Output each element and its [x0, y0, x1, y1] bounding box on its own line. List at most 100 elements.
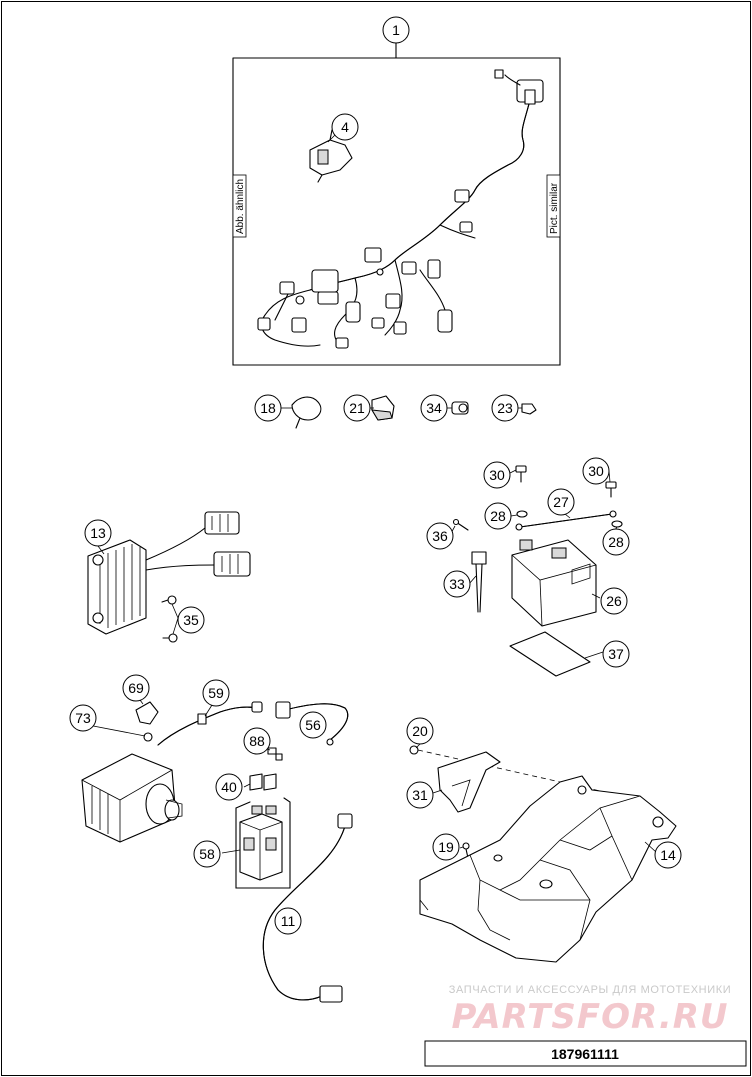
- svg-text:18: 18: [260, 400, 276, 416]
- callout-23: 23: [491, 394, 519, 422]
- screw-part-19: [462, 842, 470, 859]
- callout-37: 37: [602, 640, 630, 668]
- starter-motor: [81, 753, 183, 843]
- callout-20: 20: [406, 717, 434, 745]
- battery-holder-part-14: [419, 775, 677, 963]
- battery-assembly: [452, 465, 623, 677]
- callout-14: 14: [654, 841, 682, 869]
- callout-28-right: 28: [602, 528, 630, 556]
- starter-relay-part-58: [235, 797, 291, 889]
- callout-33: 33: [443, 570, 471, 598]
- svg-text:19: 19: [438, 839, 454, 855]
- wiring-harness-drawing: [257, 69, 544, 349]
- document-number-box: [424, 1040, 747, 1067]
- svg-text:33: 33: [449, 576, 465, 592]
- document-number: 187961111: [551, 1046, 619, 1062]
- svg-text:21: 21: [349, 400, 365, 416]
- callout-13: 13: [84, 519, 112, 547]
- watermark-tagline: ЗАПЧАСТИ И АКСЕССУАРЫ ДЛЯ МОТОТЕХНИКИ: [449, 984, 731, 996]
- callout-4: 4: [331, 113, 359, 141]
- svg-text:28: 28: [608, 534, 624, 550]
- screw-part-30-left: [515, 465, 527, 483]
- screw-part-30-right: [605, 481, 617, 498]
- callout-26: 26: [600, 587, 628, 615]
- washer-part-28-right: [611, 520, 623, 528]
- svg-text:59: 59: [208, 685, 224, 701]
- svg-text:56: 56: [305, 717, 321, 733]
- svg-text:4: 4: [341, 119, 349, 135]
- wiring-harness-assembly: Abb. ähnlich Pict. similar: [232, 42, 561, 366]
- callout-88: 88: [243, 727, 271, 755]
- svg-text:31: 31: [412, 787, 428, 803]
- svg-text:27: 27: [553, 494, 569, 510]
- pict-label-right-box: [546, 174, 561, 238]
- callout-69: 69: [122, 674, 150, 702]
- callout-35: 35: [177, 606, 205, 634]
- svg-text:37: 37: [608, 646, 624, 662]
- pict-similar-label-de: Abb. ähnlich: [235, 179, 246, 234]
- fastener-part-23: [521, 403, 537, 415]
- pict-similar-label-en: Pict. similar: [549, 182, 560, 234]
- relay-bracket-part-4: [309, 129, 353, 183]
- fuse-part-88: [267, 747, 283, 761]
- washer-part-28-left: [516, 510, 528, 518]
- battery-strap-part-33: [471, 551, 487, 613]
- fuse-part-40: [249, 773, 277, 791]
- callout-40: 40: [215, 773, 243, 801]
- callout-59: 59: [202, 679, 230, 707]
- svg-text:36: 36: [432, 528, 448, 544]
- svg-text:40: 40: [221, 779, 237, 795]
- starter-cable-part-59: [157, 701, 263, 746]
- ground-cable-part-56: [275, 701, 349, 746]
- screw-part-35-upper: [161, 595, 177, 605]
- svg-text:35: 35: [183, 612, 199, 628]
- callout-1: 1: [382, 16, 410, 44]
- svg-text:20: 20: [412, 723, 428, 739]
- screw-part-36: [452, 518, 469, 531]
- callout-31: 31: [406, 781, 434, 809]
- callout-36: 36: [426, 522, 454, 550]
- callout-19: 19: [432, 833, 460, 861]
- screw-part-35-lower: [162, 633, 178, 643]
- pict-label-left-box: [232, 174, 247, 238]
- rubber-boot-part-69: [135, 701, 159, 725]
- cable-tie-part-18: [291, 396, 322, 429]
- callout-18: 18: [254, 394, 282, 422]
- callout-58: 58: [193, 840, 221, 868]
- callout-30-left: 30: [483, 461, 511, 489]
- svg-text:23: 23: [497, 400, 513, 416]
- cable-clip-part-34: [451, 401, 469, 415]
- cable-part-11: [262, 813, 353, 1003]
- svg-text:34: 34: [426, 400, 442, 416]
- svg-text:28: 28: [490, 508, 506, 524]
- callout-34: 34: [420, 394, 448, 422]
- callout-11: 11: [274, 907, 302, 935]
- watermark-brand: PARTSFOR.RU: [451, 997, 728, 1037]
- svg-text:69: 69: [128, 680, 144, 696]
- svg-text:73: 73: [75, 710, 91, 726]
- callout-30-right: 30: [582, 457, 610, 485]
- svg-text:26: 26: [606, 593, 622, 609]
- svg-text:1: 1: [392, 22, 400, 38]
- rubber-cap-part-21: [371, 395, 395, 421]
- svg-text:30: 30: [588, 463, 604, 479]
- callout-28-left: 28: [484, 502, 512, 530]
- nut-part-73: [143, 732, 153, 742]
- callout-56: 56: [299, 711, 327, 739]
- callout-73: 73: [69, 704, 97, 732]
- label-sheet-part-37: [509, 631, 591, 677]
- svg-text:30: 30: [489, 467, 505, 483]
- battery-cable-part-27: [515, 510, 617, 531]
- svg-text:13: 13: [90, 525, 106, 541]
- svg-text:11: 11: [281, 913, 296, 929]
- callout-21: 21: [343, 394, 371, 422]
- battery-part-26: [511, 539, 597, 627]
- bracket-part-31: [437, 751, 501, 813]
- voltage-regulator-part-13: [87, 511, 251, 635]
- svg-text:58: 58: [199, 846, 215, 862]
- svg-text:14: 14: [660, 847, 676, 863]
- svg-text:88: 88: [249, 733, 265, 749]
- callout-27: 27: [547, 488, 575, 516]
